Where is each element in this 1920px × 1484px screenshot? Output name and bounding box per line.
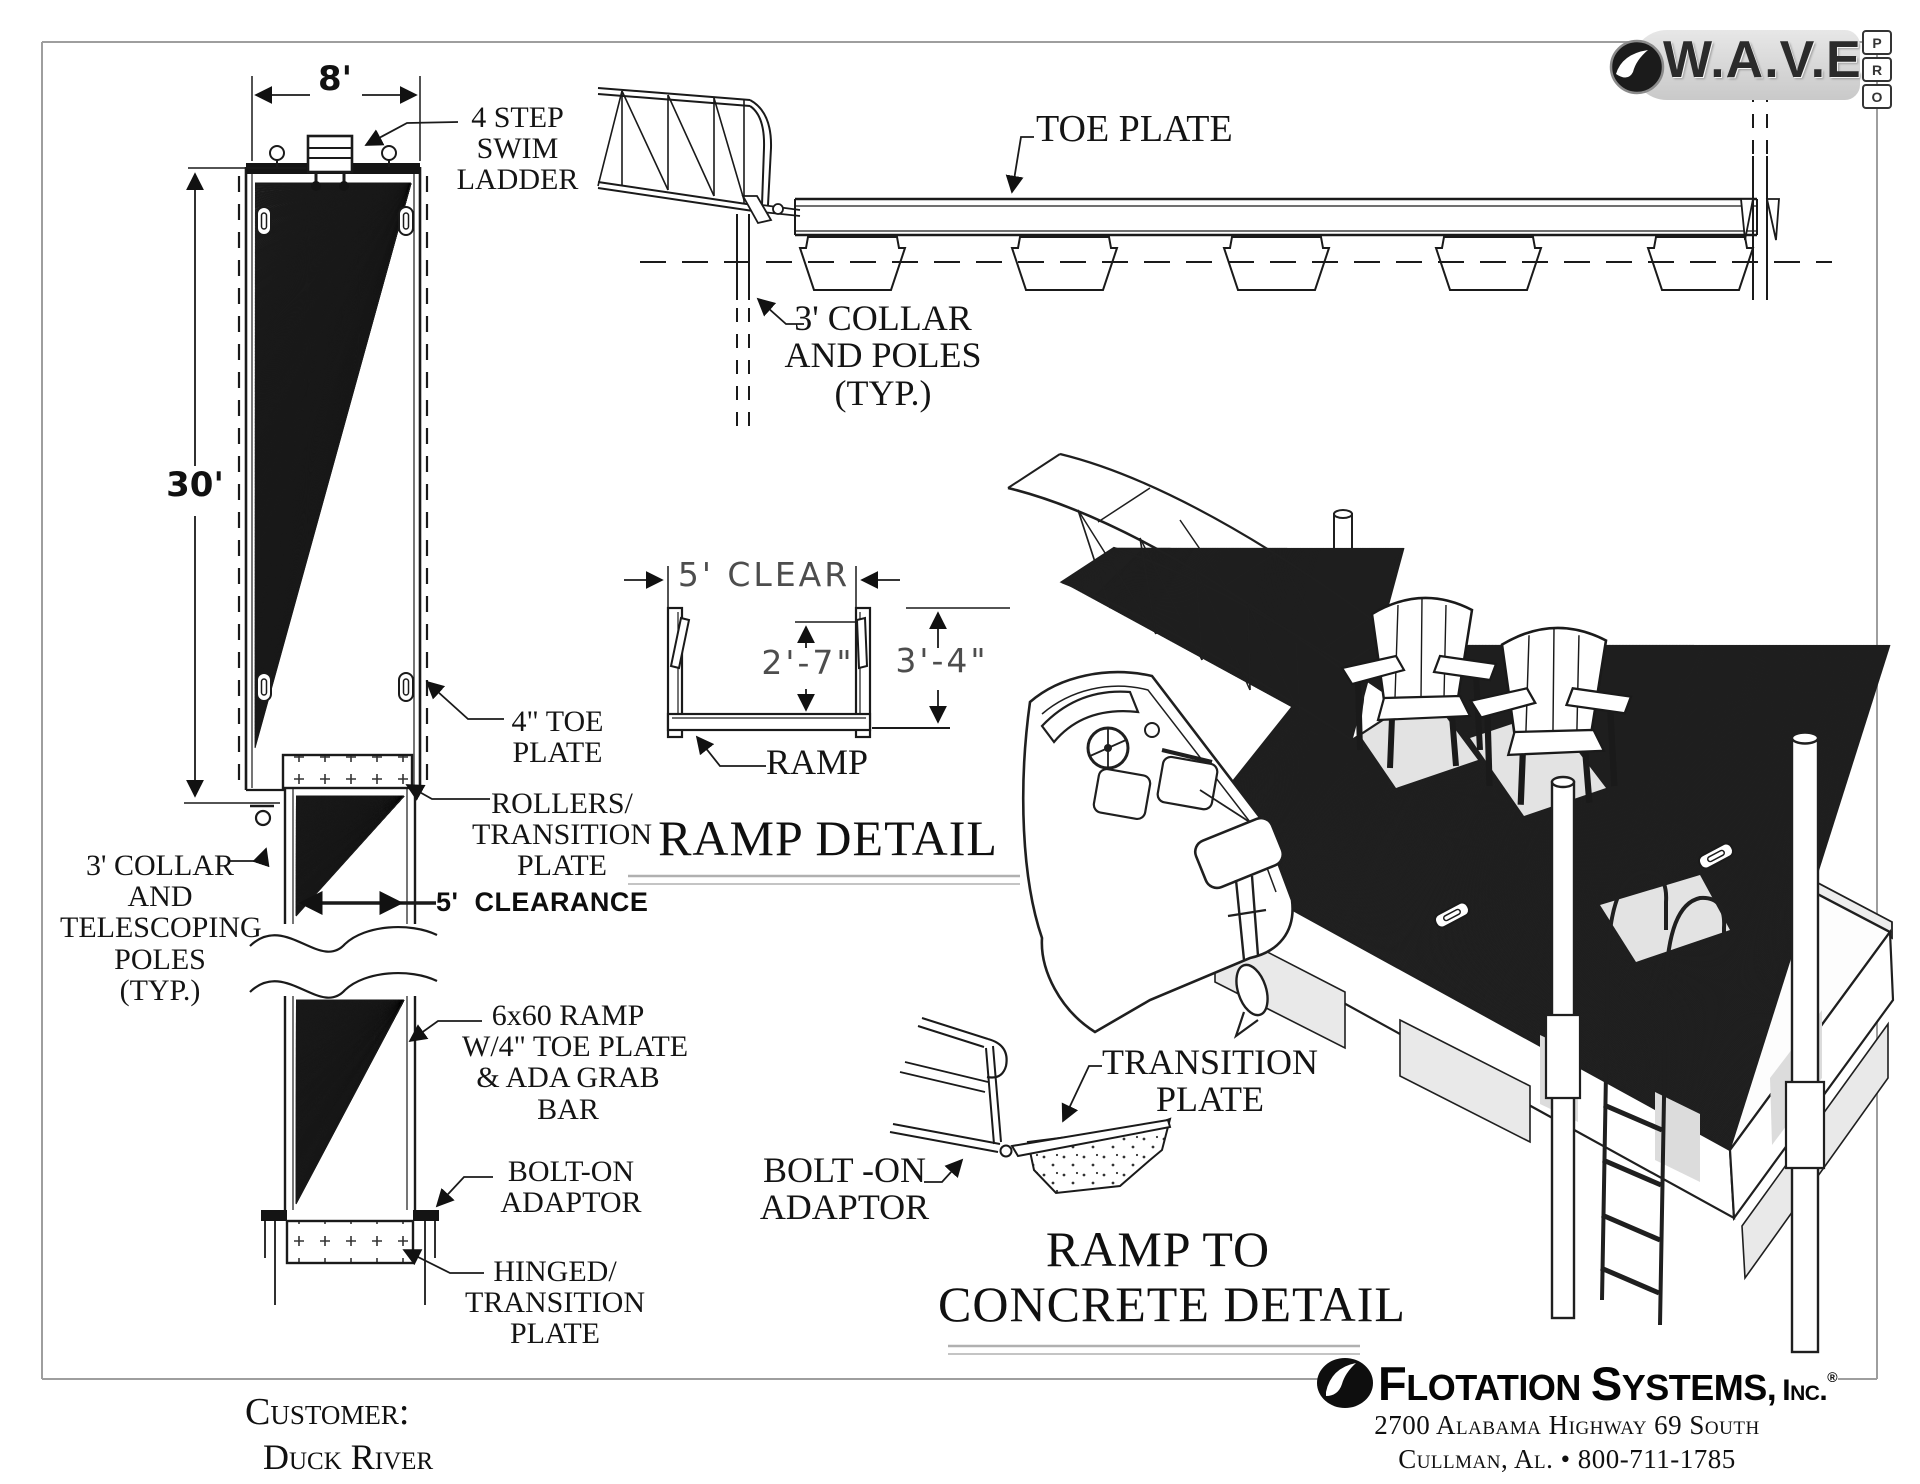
registered-mark: ® <box>1827 1369 1838 1385</box>
hinged-transition-label: HINGED/ TRANSITION PLATE <box>465 1255 645 1351</box>
wave-logo-wordmark: W.A.V.E. <box>1663 31 1878 89</box>
ramp-clear-dimension: 5' CLEAR <box>677 555 851 594</box>
flotation-logo-oval <box>1317 1358 1373 1408</box>
brand-letter-s: S <box>1590 1357 1622 1410</box>
ramp-label: RAMP <box>766 742 869 782</box>
ramp-detail-title: RAMP DETAIL <box>658 810 998 866</box>
brand-letter-f: F <box>1378 1357 1407 1410</box>
ramp-outer-height-dimension: 3'-4" <box>895 641 989 680</box>
concrete-detail-drawing <box>889 1017 1360 1355</box>
transition-plate-label: TRANSITION PLATE <box>1102 1042 1318 1120</box>
collar-poles-label-elevation: 3' COLLAR AND POLES (TYP.) <box>784 298 982 413</box>
boat <box>1021 670 1294 1039</box>
wave-logo-icon <box>1609 39 1665 95</box>
ramp-6x60-label: 6x60 RAMP W/4" TOE PLATE & ADA GRAB BAR <box>462 999 689 1126</box>
plan-leaders <box>230 121 504 1274</box>
pro-letter-r: R <box>1862 57 1892 82</box>
pro-letter-o: O <box>1862 84 1892 109</box>
bolt-on-adaptor-label-plan: BOLT-ON ADAPTOR <box>500 1155 642 1220</box>
toe-plate-label-elevation: TOE PLATE <box>1036 108 1233 150</box>
wave-logo-swoosh <box>1632 30 1860 100</box>
ramp-detail-drawing <box>624 566 1020 885</box>
customer-label: Customer: <box>245 1391 410 1433</box>
wave-logo-pro: P R O <box>1862 30 1892 109</box>
elevation-drawing <box>597 87 1832 428</box>
clearance-label: 5' CLEARANCE <box>436 887 649 917</box>
pro-letter-p: P <box>1862 30 1892 55</box>
company-address-line1: 2700 Alabama Highway 69 South <box>1374 1410 1760 1440</box>
bolt-on-adaptor-label-detail: BOLT -ON ADAPTOR <box>759 1150 930 1228</box>
swim-ladder-label: 4 STEP SWIM LADDER <box>456 101 579 197</box>
company-address-line2: Cullman, Al. • 800-711-1785 <box>1398 1444 1736 1474</box>
page-frame <box>41 41 1878 1380</box>
ramp-to-concrete-title: RAMP TO CONCRETE DETAIL <box>938 1221 1406 1332</box>
rollers-transition-label: ROLLERS/ TRANSITION PLATE <box>472 787 652 883</box>
plan-length-dimension: 30' <box>166 465 224 505</box>
collar-telescoping-label: 3' COLLAR AND TELESCOPING POLES (TYP.) <box>60 849 262 1007</box>
plan-width-dimension: 8' <box>317 59 353 99</box>
plan-view-drawing <box>184 76 439 1305</box>
toe-plate-4in-label: 4" TOE PLATE <box>511 705 604 770</box>
isometric-illustration <box>1007 452 1895 1354</box>
ramp-inner-height-dimension: 2'-7" <box>761 643 855 682</box>
customer-name: Duck River <box>263 1437 434 1477</box>
